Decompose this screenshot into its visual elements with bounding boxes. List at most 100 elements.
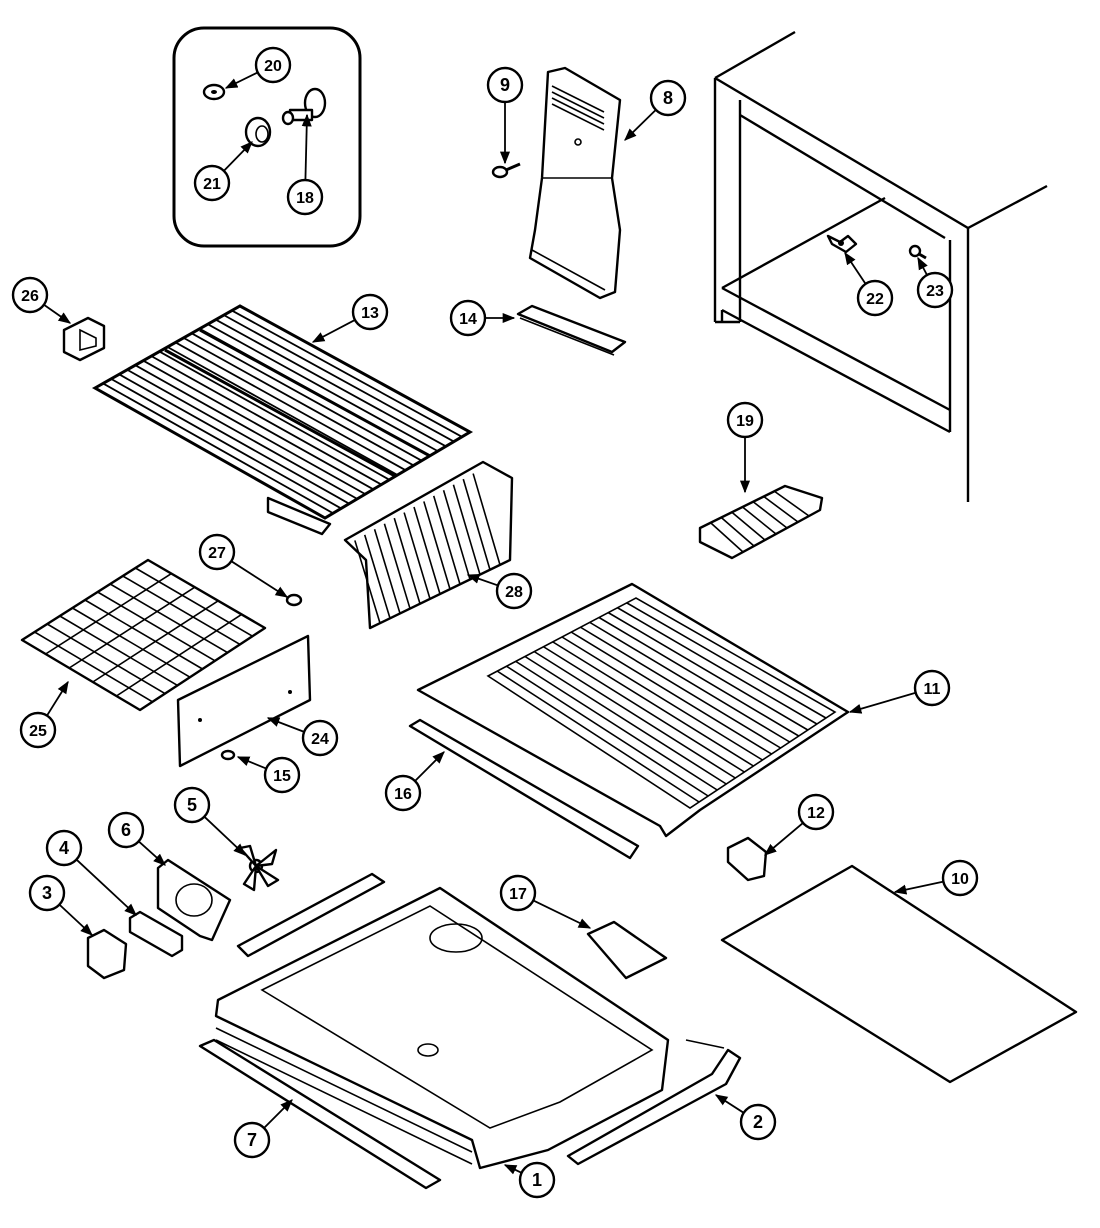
callout-11: 11 — [913, 669, 951, 707]
callout-22: 22 — [856, 279, 894, 317]
callout-number: 12 — [807, 805, 825, 822]
leader-18 — [301, 113, 312, 181]
part-1-base-pan — [214, 886, 670, 1170]
callout-circle — [486, 66, 524, 104]
callout-circle — [941, 859, 979, 897]
leader-2 — [714, 1094, 745, 1114]
callout-25: 25 — [19, 711, 57, 749]
leader-3 — [58, 903, 93, 936]
callout-number: 3 — [42, 883, 52, 903]
callout-17: 17 — [499, 874, 537, 912]
callout-number: 6 — [121, 820, 131, 840]
part-20-washer — [202, 83, 226, 101]
callout-number: 24 — [311, 731, 329, 748]
callout-5: 5 — [173, 786, 211, 824]
part-22-bracket — [826, 234, 858, 254]
callout-circle — [649, 79, 687, 117]
leader-21 — [223, 141, 253, 172]
callout-24: 24 — [301, 719, 339, 757]
callout-circle — [449, 299, 487, 337]
callout-number: 25 — [29, 723, 47, 740]
hardware-inset — [172, 26, 362, 248]
leader-11 — [848, 691, 916, 714]
callout-number: 9 — [500, 75, 510, 95]
callout-circle — [28, 874, 66, 912]
part-27-screw — [285, 593, 303, 607]
callout-3: 3 — [28, 874, 66, 912]
callout-2: 2 — [739, 1103, 777, 1141]
part-16-front-strip — [408, 718, 640, 860]
callout-circle — [495, 572, 533, 610]
leader-lines — [43, 71, 944, 1175]
part-14-seal-strip — [516, 304, 627, 356]
callout-number: 19 — [736, 413, 754, 430]
callout-23: 23 — [916, 271, 954, 309]
part-26-clip — [62, 316, 106, 362]
callout-16: 16 — [384, 774, 422, 812]
leader-26 — [43, 304, 72, 324]
callout-circle — [107, 811, 145, 849]
callout-20: 20 — [254, 46, 292, 84]
leader-25 — [46, 680, 69, 717]
callout-number: 4 — [59, 838, 69, 858]
callout-27: 27 — [198, 533, 236, 571]
callout-circle — [797, 793, 835, 831]
callout-12: 12 — [797, 793, 835, 831]
leader-10 — [893, 880, 944, 895]
callout-circle — [173, 786, 211, 824]
part-15-fastener — [220, 749, 236, 761]
callout-number: 8 — [663, 88, 673, 108]
callout-circle — [856, 279, 894, 317]
callout-9: 9 — [486, 66, 524, 104]
leader-1 — [503, 1164, 522, 1175]
part-4-mounting-bracket — [128, 910, 184, 958]
part-25-ice-tray-rack — [20, 558, 267, 712]
part-24-panel — [176, 634, 312, 768]
callout-circle — [11, 276, 49, 314]
part-8-air-duct — [528, 66, 622, 300]
part-2-side-rail — [566, 1039, 742, 1166]
part-10-cover-panel — [720, 864, 1078, 1084]
callout-6: 6 — [107, 811, 145, 849]
leader-15 — [236, 756, 267, 770]
leader-7 — [263, 1099, 293, 1129]
part-3-switch — [86, 928, 128, 980]
callout-28: 28 — [495, 572, 533, 610]
callout-circle — [916, 271, 954, 309]
callout-10: 10 — [941, 859, 979, 897]
callout-circle — [263, 756, 301, 794]
callout-circle — [384, 774, 422, 812]
callout-circle — [286, 178, 324, 216]
leader-23 — [917, 256, 928, 276]
callout-number: 10 — [951, 871, 969, 888]
callout-circle — [499, 874, 537, 912]
callout-19: 19 — [726, 401, 764, 439]
part-18-roller — [281, 87, 327, 126]
callout-26: 26 — [11, 276, 49, 314]
callout-circle — [45, 829, 83, 867]
part-28-crisper-cover — [343, 460, 514, 630]
callout-number: 1 — [532, 1170, 542, 1190]
callout-circle — [351, 293, 389, 331]
callout-circle — [193, 164, 231, 202]
callout-18: 18 — [286, 178, 324, 216]
leader-16 — [414, 751, 445, 782]
cabinet-frame — [713, 30, 1048, 502]
callout-number: 16 — [394, 786, 412, 803]
callout-7: 7 — [233, 1121, 271, 1159]
callout-15: 15 — [263, 756, 301, 794]
callout-number: 17 — [509, 886, 527, 903]
callout-number: 13 — [361, 305, 379, 322]
leader-8 — [624, 109, 657, 141]
part-11-crisper-pan — [416, 582, 850, 838]
callout-circle — [198, 533, 236, 571]
part-21-bushing — [244, 116, 272, 148]
leader-20 — [224, 71, 259, 89]
callout-8: 8 — [649, 79, 687, 117]
callout-number: 22 — [866, 291, 884, 308]
callout-number: 15 — [273, 768, 291, 785]
callout-number: 11 — [924, 681, 941, 698]
part-5-fan-blade — [238, 844, 280, 892]
callout-number: 7 — [247, 1130, 257, 1150]
callout-circle — [233, 1121, 271, 1159]
